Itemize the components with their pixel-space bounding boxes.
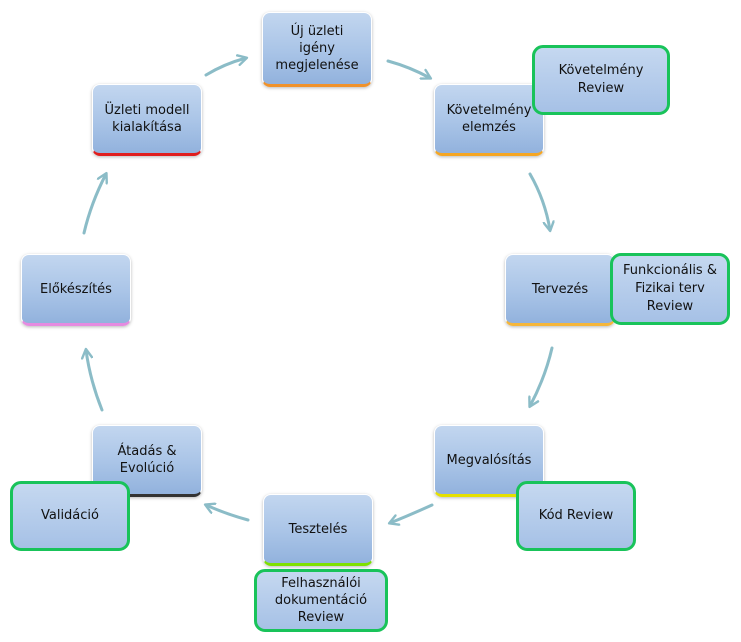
node-uzleti-modell: Üzleti modell kialakítása — [92, 84, 202, 156]
arrow-teszteles-to-atadas — [206, 505, 250, 522]
arrow-atadas-to-elokeszites — [86, 350, 104, 412]
arrow-elokeszites-to-modell — [82, 174, 106, 235]
review-felhasznaloi-dokumentacio: Felhasználói dokumentáció Review — [254, 569, 388, 632]
node-teszteles: Tesztelés — [263, 494, 373, 566]
arrow-modell-to-igeny — [204, 58, 246, 77]
arrow-elemzes-to-tervezes — [528, 172, 550, 230]
node-kovetelmeny-elemzes: Követelmény elemzés — [434, 84, 544, 156]
node-uj-uzleti-igeny: Új üzleti igény megjelenése — [262, 12, 372, 87]
arrow-megvalositas-to-teszteles — [390, 503, 434, 523]
node-elokeszites: Előkészítés — [21, 254, 131, 326]
node-megvalositas: Megvalósítás — [434, 425, 544, 497]
arrow-igeny-to-elemzes — [386, 59, 430, 78]
review-kod: Kód Review — [516, 481, 636, 551]
review-validacio: Validáció — [10, 481, 130, 551]
node-tervezes: Tervezés — [505, 254, 615, 326]
review-kovetelmeny: Követelmény Review — [532, 45, 670, 115]
arrow-tervezes-to-megvalositas — [530, 346, 554, 406]
review-funkcionalis-fizikai-terv: Funkcionális & Fizikai terv Review — [610, 253, 730, 325]
